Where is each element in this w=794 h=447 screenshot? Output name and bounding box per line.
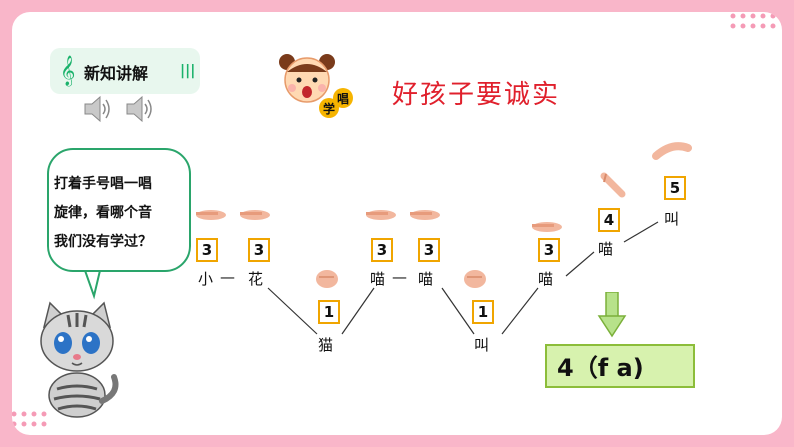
slide: 𝄞 新知讲解 ||| 学 唱 好孩子要诚实 打着手号唱一唱 旋律， <box>12 12 782 435</box>
hand-sign-4-icon <box>600 172 626 198</box>
hand-sign-5-icon <box>652 142 692 160</box>
melody-number: 1 <box>472 300 494 324</box>
hand-sign-3-icon <box>240 210 270 220</box>
section-tag-label: 新知讲解 <box>84 64 149 83</box>
lyric-dash: — <box>220 268 235 286</box>
lyric-word: 喵 <box>370 270 386 288</box>
melody-number: 3 <box>248 238 270 262</box>
lyric-word: 叫 <box>474 336 490 354</box>
lyric-word: 叫 <box>664 210 680 228</box>
hand-sign-3-icon <box>196 210 226 220</box>
melody-number: 1 <box>318 300 340 324</box>
cat-mascot-icon <box>40 301 119 418</box>
lyric-word: 喵 <box>418 270 434 288</box>
lyric-word: 花 <box>248 270 264 288</box>
corner-dots-decoration <box>12 411 47 427</box>
song-title: 好孩子要诚实 <box>392 80 561 110</box>
answer-box: 4（f a) <box>545 344 695 388</box>
melody-number: 3 <box>371 238 393 262</box>
speaker-icon[interactable] <box>124 92 154 126</box>
hand-sign-3-icon <box>366 210 396 220</box>
hand-sign-3-icon <box>410 210 440 220</box>
section-tag: 𝄞 新知讲解 ||| <box>50 48 200 94</box>
melody-number: 3 <box>418 238 440 262</box>
bubble-text: 打着手号唱一唱 旋律，看哪个音 我们没有学过？ <box>54 170 194 257</box>
speech-bubble <box>47 148 191 272</box>
down-arrow-icon <box>597 292 627 338</box>
lyric-word: 喵 <box>538 270 554 288</box>
bubble-line: 我们没有学过？ <box>54 234 152 250</box>
bubble-line: 打着手号唱一唱 <box>54 176 152 192</box>
lyric-word: 小 <box>198 270 214 288</box>
melody-number: 5 <box>664 176 686 200</box>
badge-char: 学 <box>323 101 335 116</box>
bubble-line: 旋律，看哪个音 <box>54 205 152 221</box>
hand-sign-1-icon <box>316 270 338 288</box>
melody-number: 3 <box>196 238 218 262</box>
treble-clef-icon: 𝄞 <box>60 56 76 86</box>
melody-number: 4 <box>598 208 620 232</box>
lyric-word: 猫 <box>318 336 334 354</box>
singing-girl-icon: 学 唱 <box>279 54 353 118</box>
corner-dots-decoration <box>730 13 776 29</box>
lyric-word: 喵 <box>598 240 614 258</box>
melody-lines <box>267 221 659 335</box>
hand-sign-3-icon <box>532 222 562 232</box>
lyric-dash: — <box>392 268 407 286</box>
speaker-icon[interactable] <box>82 92 112 126</box>
hand-sign-1-icon <box>464 270 486 288</box>
badge-char: 唱 <box>337 92 349 106</box>
melody-number: 3 <box>538 238 560 262</box>
bars-icon: ||| <box>180 63 196 79</box>
